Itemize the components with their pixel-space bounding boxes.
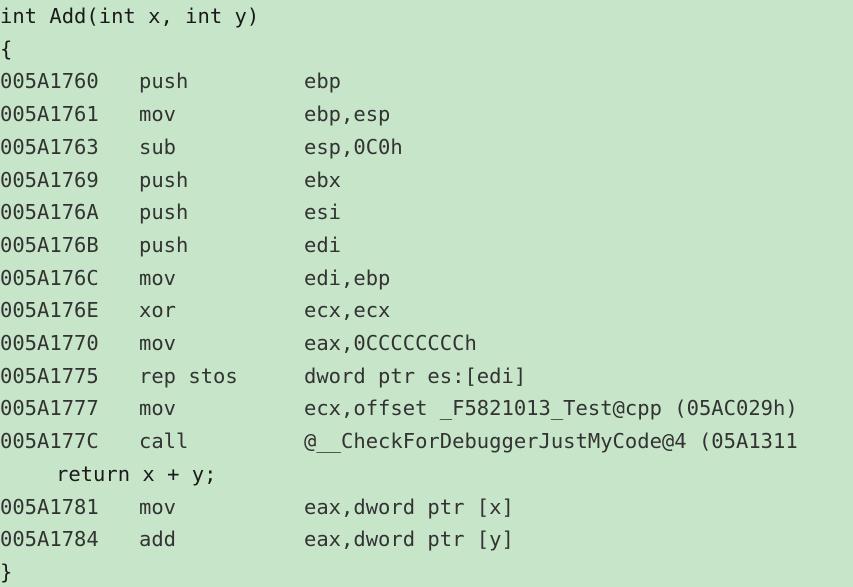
asm-operands: edi — [304, 232, 342, 257]
asm-line[interactable]: 005A1769 push ebx — [0, 164, 853, 197]
source-line-open-brace[interactable]: { — [0, 36, 13, 61]
asm-line[interactable]: 005A1777 mov ecx,offset _F5821013_Test@c… — [0, 392, 853, 425]
asm-mnemonic: mov — [139, 331, 177, 355]
source-line-return[interactable]: return x + y; — [56, 461, 217, 486]
asm-line[interactable]: 005A176C mov edi,ebp — [0, 262, 853, 295]
asm-line[interactable]: 005A1775 rep stos dword ptr es:[edi] — [0, 360, 853, 393]
asm-line[interactable]: 005A177C call @__CheckForDebuggerJustMyC… — [0, 425, 853, 458]
asm-line[interactable]: 005A1781 mov eax,dword ptr [x] — [0, 491, 853, 524]
asm-line[interactable]: 005A1784 add eax,dword ptr [y] — [0, 523, 853, 556]
asm-address: 005A1775 — [0, 363, 99, 388]
asm-mnemonic: push — [139, 69, 189, 94]
asm-line[interactable]: 005A1761 mov ebp,esp — [0, 98, 853, 131]
asm-operands: ecx,ecx — [304, 298, 391, 323]
asm-mnemonic: add — [139, 527, 177, 552]
asm-operands: ebp,esp — [304, 102, 391, 127]
asm-operands: esi — [304, 200, 342, 225]
asm-line[interactable]: 005A1760 push ebp — [0, 65, 853, 98]
asm-mnemonic: push — [139, 167, 189, 192]
asm-mnemonic: push — [139, 200, 189, 225]
asm-address: 005A1769 — [0, 167, 99, 192]
asm-operands: ecx,offset _F5821013_Test@cpp (05AC029h) — [304, 396, 798, 421]
source-line-close-brace[interactable]: } — [0, 559, 13, 584]
asm-operands: esp,0C0h — [304, 134, 403, 159]
asm-line[interactable]: 005A176B push edi — [0, 229, 853, 262]
asm-operands: ebp — [304, 69, 342, 94]
asm-mnemonic: mov — [139, 396, 177, 421]
asm-line[interactable]: 005A1770 mov eax,0CCCCCCCCh — [0, 327, 853, 360]
asm-operands: eax,0CCCCCCCCh — [304, 331, 477, 355]
asm-address: 005A1781 — [0, 494, 99, 519]
source-line-signature[interactable]: int Add(int x, int y) — [0, 4, 260, 28]
asm-mnemonic: mov — [139, 102, 177, 127]
asm-operands: dword ptr es:[edi] — [304, 363, 527, 388]
asm-address: 005A1763 — [0, 134, 99, 159]
asm-address: 005A1777 — [0, 396, 99, 421]
asm-operands: @__CheckForDebuggerJustMyCode@4 (05A1311 — [304, 429, 798, 454]
asm-line[interactable]: 005A1763 sub esp,0C0h — [0, 131, 853, 164]
asm-address: 005A1770 — [0, 331, 99, 355]
asm-address: 005A1784 — [0, 527, 99, 552]
asm-mnemonic: mov — [139, 494, 177, 519]
asm-line[interactable]: 005A176E xor ecx,ecx — [0, 294, 853, 327]
asm-mnemonic: push — [139, 232, 189, 257]
asm-line[interactable]: 005A176A push esi — [0, 196, 853, 229]
asm-mnemonic: rep stos — [139, 363, 238, 388]
asm-operands: edi,ebp — [304, 265, 391, 290]
asm-operands: eax,dword ptr [x] — [304, 494, 514, 519]
asm-address: 005A1761 — [0, 102, 99, 127]
asm-operands: eax,dword ptr [y] — [304, 527, 514, 552]
asm-operands: ebx — [304, 167, 342, 192]
asm-mnemonic: sub — [139, 134, 177, 159]
asm-mnemonic: xor — [139, 298, 177, 323]
asm-address: 005A176B — [0, 232, 99, 257]
asm-address: 005A176C — [0, 265, 99, 290]
asm-address: 005A176E — [0, 298, 99, 323]
asm-address: 005A177C — [0, 429, 99, 454]
asm-address: 005A1760 — [0, 69, 99, 94]
asm-mnemonic: mov — [139, 265, 177, 290]
asm-mnemonic: call — [139, 429, 189, 454]
asm-address: 005A176A — [0, 200, 99, 225]
